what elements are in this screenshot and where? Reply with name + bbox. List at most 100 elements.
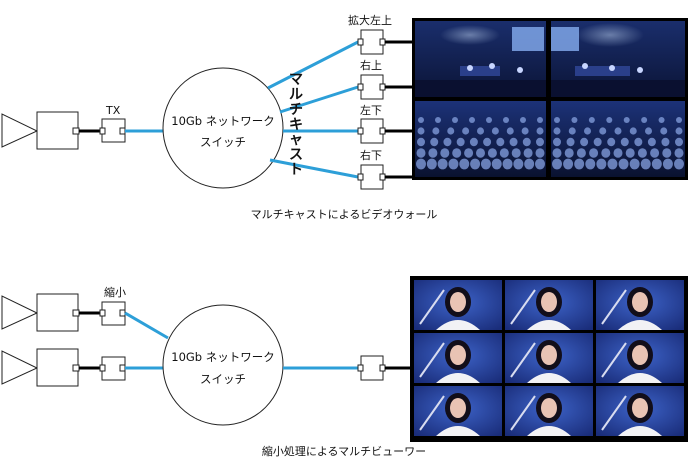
multiviewer-tile [414,386,502,436]
audience-head [416,158,426,170]
audience-head [470,158,481,170]
audience-head [593,137,602,147]
multicast-link-2 [279,85,359,114]
audience-head [452,148,462,158]
audience-head [491,158,502,170]
audience-head [440,148,450,158]
audience-head [674,158,684,170]
multicast-vertical-text: マルチキャスト [289,72,303,178]
audience-head [499,148,509,158]
receiver-label-top-left: 拡大左上 [348,13,392,27]
audience-head [607,137,616,147]
audience-head [506,127,514,135]
audience-head [625,148,635,158]
receiver-label-bottom-left: 左下 [360,104,382,117]
audience-head [589,148,599,158]
network-switch-top[interactable]: 10Gb ネットワーク スイッチ [162,67,284,189]
camera-port [72,127,80,135]
multiviewer-tile [414,333,502,383]
scaler-encoder-2[interactable] [99,356,126,381]
audience-head [599,127,607,135]
audience-head [662,158,673,170]
switch-top-line1: 10Gb ネットワーク [171,114,275,128]
wall-tile-bottom-left [415,101,546,177]
tx-label: TX [105,104,121,117]
camera-2-port [72,364,80,372]
audience-head [491,127,499,135]
audience-head [477,127,484,135]
multiviewer-receiver[interactable] [357,355,412,381]
multiviewer-tile [505,333,593,383]
audience-head [522,137,531,147]
camera-icon [1,111,79,150]
receiver-bottom-left[interactable]: 左下 [357,104,412,144]
multicast-vertical-label: マルチキャスト [289,72,303,178]
audience-head [651,158,662,170]
multicast-link-1 [267,40,359,90]
audience-head [601,148,611,158]
audience-head [432,127,440,135]
multicast-videowall-section: TX 10Gb ネットワーク スイッチ マルチキャスト 拡大左上 [1,13,688,221]
camera-icon [1,293,79,332]
scaler-encoder-1[interactable] [99,301,126,326]
receiver-bottom-right[interactable]: 右下 [357,148,412,190]
audience-head [511,148,521,158]
audience-head [674,148,684,158]
receiver-top-left[interactable]: 拡大左上 [348,13,412,55]
audience-head [620,137,629,147]
audience-head [580,137,589,147]
multiviewer-tile [414,280,502,330]
audience-head [417,137,425,147]
audience-head [613,148,623,158]
audience-head [606,117,613,123]
audience-head [588,117,595,123]
audience-head [459,158,470,170]
network-switch-bottom[interactable]: 10Gb ネットワーク スイッチ [162,304,284,426]
audience-head [447,127,455,135]
receiver-top-right[interactable]: 右上 [357,58,412,100]
audience-head [566,137,575,147]
audience-head [535,148,545,158]
audience-head [553,127,561,135]
audience-head [513,158,524,170]
receiver-label-bottom-right: 右下 [360,148,382,162]
audience-head [452,117,458,123]
audience-head [574,158,585,170]
audience-head [487,148,497,158]
audience-head [614,127,622,135]
audience-head [437,158,448,170]
audience-head [623,117,630,123]
camera-icon [1,348,79,387]
audience-head [629,158,640,170]
audience-head [553,137,561,147]
audience-head [456,137,465,147]
audience-head [480,158,491,170]
audience-head [536,137,544,147]
switch-top-line2: スイッチ [200,135,246,149]
audience-head [486,117,492,123]
tx-encoder[interactable] [99,118,126,143]
audience-head [426,158,437,170]
audience-head [521,127,529,135]
audience-head [523,148,533,158]
encoder-1-to-switch-link [124,311,169,340]
audience-head [524,158,535,170]
wall-tile-top-right [551,21,685,97]
audience-head [469,117,475,123]
audience-head [568,127,576,135]
audience-head [650,148,660,158]
audience-head [430,137,439,147]
audience-head [564,148,574,158]
audience-head [675,127,683,135]
audience-head [618,158,629,170]
multiviewer-section: 縮小 10Gb ネットワーク スイッチ [1,276,688,458]
audience-head [641,117,648,123]
audience-head [443,137,452,147]
multiviewer-tile [596,280,684,330]
audience-head [584,127,591,135]
audience-head [509,137,518,147]
audience-head [634,137,643,147]
audience-head [637,148,647,158]
multiviewer-tile [505,280,593,330]
video-wall [412,18,688,180]
